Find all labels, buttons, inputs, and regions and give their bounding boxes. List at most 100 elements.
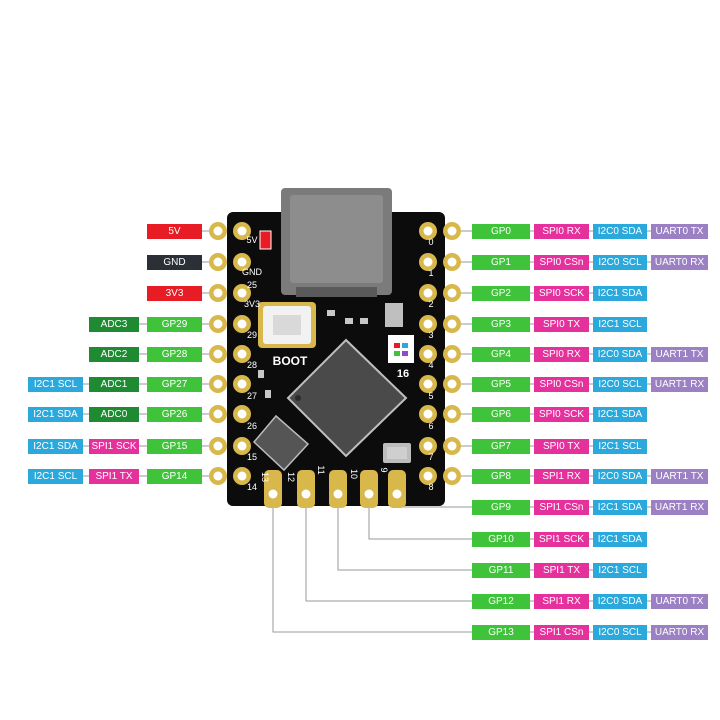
spi-label: SPI1 SCK — [89, 438, 139, 454]
pin-label-gp7: GP7 — [472, 438, 530, 454]
adc-label: ADC0 — [89, 406, 139, 422]
spi-label: SPI1 CSn — [534, 499, 589, 515]
uart-label: UART0 RX — [651, 624, 708, 640]
pin-label-gp6: GP6 — [472, 406, 530, 422]
silk-label: 5 — [428, 391, 433, 401]
spi-label: SPI1 TX — [534, 562, 589, 578]
silk-label: 6 — [428, 421, 433, 431]
connector-line — [337, 508, 472, 571]
silk-label: 26 — [247, 421, 257, 431]
pin-hole — [237, 441, 247, 451]
i2c-label: I2C1 SCL — [28, 468, 83, 484]
i2c-label: I2C0 SCL — [593, 376, 647, 392]
adc-label: ADC3 — [89, 316, 139, 332]
uart-label: UART0 TX — [651, 593, 708, 609]
spi-label: SPI0 CSn — [534, 376, 589, 392]
pin-hole — [423, 226, 433, 236]
gpio-pads — [209, 222, 461, 508]
uart-label: UART0 TX — [651, 223, 708, 239]
i2c-label: I2C0 SDA — [593, 346, 647, 362]
i2c-label: I2C1 SDA — [593, 531, 647, 547]
silk-label: 4 — [428, 360, 433, 370]
smd-component — [345, 318, 353, 324]
chip-pin1-dot — [295, 395, 301, 401]
pin-label-gnd: GND — [147, 254, 202, 270]
pin-hole — [237, 226, 247, 236]
pin-label-gp0: GP0 — [472, 223, 530, 239]
connector-line — [396, 506, 472, 508]
silk-label: 10 — [349, 469, 359, 479]
silk-label: 14 — [247, 482, 257, 492]
uart-label: UART1 TX — [651, 346, 708, 362]
silk-label: 5V — [246, 235, 257, 245]
pin-hole — [423, 257, 433, 267]
spi-label: SPI1 RX — [534, 593, 589, 609]
pin-hole — [237, 349, 247, 359]
i2c-label: I2C1 SDA — [593, 499, 647, 515]
spi-label: SPI0 TX — [534, 438, 589, 454]
spi-label: SPI0 SCK — [534, 406, 589, 422]
uart-label: UART1 TX — [651, 468, 708, 484]
pin-label-3v3: 3V3 — [147, 285, 202, 301]
pin-hole — [392, 489, 402, 499]
pin-hole — [423, 349, 433, 359]
silk-label: 15 — [247, 452, 257, 462]
i2c-label: I2C1 SCL — [28, 376, 83, 392]
castellated-pad — [264, 470, 282, 508]
i2c-label: I2C1 SCL — [593, 562, 647, 578]
i2c-label: I2C0 SCL — [593, 624, 647, 640]
spi-label: SPI0 RX — [534, 223, 589, 239]
connector-line — [368, 508, 472, 540]
usb-c-shell — [290, 195, 383, 283]
pin-label-gp15: GP15 — [147, 438, 202, 454]
rp2040-chip — [286, 338, 408, 458]
i2c-label: I2C0 SDA — [593, 593, 647, 609]
pin-label-gp9: GP9 — [472, 499, 530, 515]
pin-hole — [447, 441, 457, 451]
castellated-pad — [297, 470, 315, 508]
spi-label: SPI0 SCK — [534, 285, 589, 301]
pin-hole — [447, 409, 457, 419]
adc-label: ADC2 — [89, 346, 139, 362]
spi-label: SPI0 TX — [534, 316, 589, 332]
i2c-label: I2C0 SDA — [593, 468, 647, 484]
castellated-pad — [329, 470, 347, 508]
pin-label-gp27: GP27 — [147, 376, 202, 392]
pin-hole — [447, 226, 457, 236]
pin-hole — [213, 441, 223, 451]
pin-label-gp28: GP28 — [147, 346, 202, 362]
smd-component — [265, 390, 271, 398]
connector-line — [305, 508, 472, 602]
silk-label: 1 — [428, 268, 433, 278]
castellated-pad — [388, 470, 406, 508]
silk-label: 11 — [316, 465, 326, 474]
pin-hole — [423, 441, 433, 451]
i2c-label: I2C1 SDA — [28, 406, 83, 422]
silk-label: 8 — [428, 482, 433, 492]
pin-hole — [213, 409, 223, 419]
pin-hole — [447, 257, 457, 267]
silk-label: 12 — [286, 472, 296, 482]
pin-hole — [213, 288, 223, 298]
silk-label: 2 — [428, 299, 433, 309]
i2c-label: I2C1 SCL — [593, 316, 647, 332]
pin-label-gp11: GP11 — [472, 562, 530, 578]
pin-hole — [237, 471, 247, 481]
silk-label: 29 — [247, 330, 257, 340]
adc-label: ADC1 — [89, 376, 139, 392]
usb-c-base — [296, 287, 377, 297]
uart-label: UART1 RX — [651, 376, 708, 392]
silk-label: 3 — [428, 330, 433, 340]
pin-hole — [213, 471, 223, 481]
pin-label-gp1: GP1 — [472, 254, 530, 270]
pin-label-gp13: GP13 — [472, 624, 530, 640]
pin-label-gp29: GP29 — [147, 316, 202, 332]
power-led — [259, 230, 272, 250]
uart-label: UART0 RX — [651, 254, 708, 270]
component-block — [385, 303, 403, 327]
pin-hole — [237, 409, 247, 419]
pin-hole — [423, 319, 433, 329]
